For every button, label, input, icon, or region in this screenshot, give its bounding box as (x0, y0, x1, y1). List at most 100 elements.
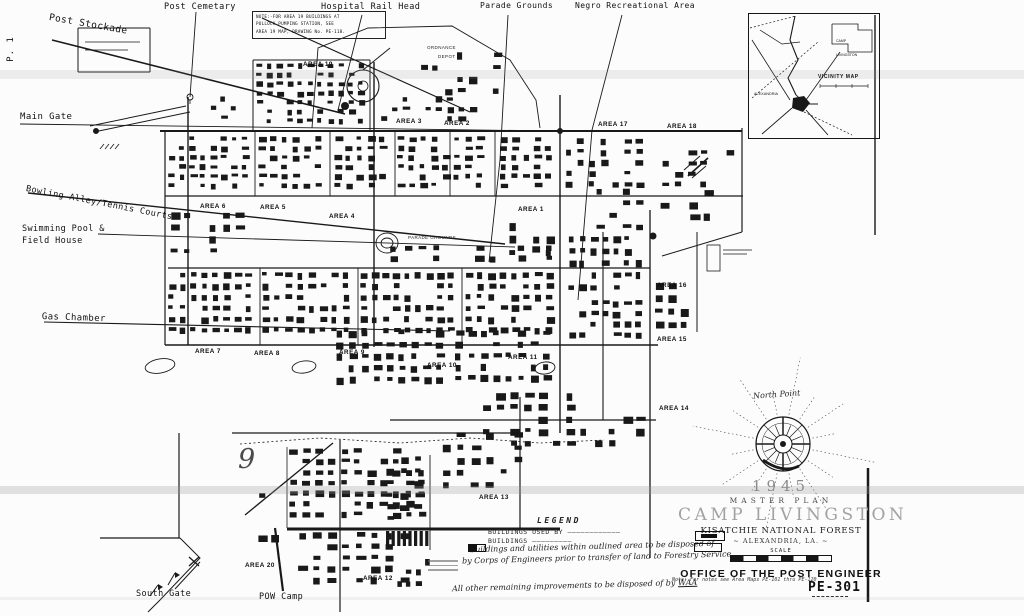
building (212, 284, 219, 291)
building (287, 63, 294, 67)
building (534, 284, 541, 290)
scale-label: SCALE (770, 548, 792, 554)
building (258, 146, 266, 151)
building (579, 284, 587, 292)
building (189, 136, 195, 140)
building (328, 119, 335, 124)
building-cluster (258, 136, 322, 189)
leader-line (577, 14, 623, 301)
building (688, 150, 698, 156)
building (269, 155, 278, 162)
building (210, 174, 218, 178)
building (476, 245, 485, 251)
building (406, 480, 415, 486)
building (213, 295, 218, 302)
building (210, 155, 218, 160)
building (623, 200, 631, 206)
building (662, 182, 670, 186)
building (286, 72, 292, 78)
handwritten-circle (291, 360, 317, 374)
building (595, 440, 603, 448)
building (533, 145, 541, 152)
area-label: AREA 4 (329, 213, 355, 220)
building (256, 63, 263, 67)
ordnance-boundary (311, 25, 541, 129)
building (496, 404, 505, 410)
building (357, 155, 362, 161)
building (358, 81, 363, 85)
building (517, 330, 527, 337)
building (511, 440, 517, 446)
building (224, 328, 229, 332)
building (360, 283, 366, 288)
building (327, 544, 338, 551)
building (385, 565, 393, 573)
building (349, 109, 357, 115)
building (601, 159, 609, 167)
building (568, 236, 574, 243)
area-label: AREA 12 (363, 575, 393, 582)
building-cluster (421, 52, 503, 96)
building (509, 235, 517, 244)
building (612, 311, 621, 319)
building (392, 107, 398, 112)
leader-line (43, 321, 451, 332)
road-line (104, 143, 110, 150)
building (523, 284, 529, 289)
building (419, 174, 426, 181)
building (500, 156, 506, 161)
building (245, 306, 251, 313)
building (170, 248, 178, 253)
building (534, 182, 543, 188)
building (266, 119, 271, 124)
area-label: AREA 5 (260, 204, 286, 211)
building (367, 146, 374, 150)
building (636, 428, 645, 437)
building (701, 150, 708, 154)
building (510, 404, 518, 409)
building (430, 146, 438, 153)
building (262, 306, 269, 310)
building (446, 97, 453, 101)
building (235, 225, 246, 230)
legend-symbol-filled (695, 531, 725, 541)
building (509, 250, 516, 255)
area-label: AREA 9 (339, 349, 365, 356)
building (437, 283, 444, 289)
building (471, 458, 481, 465)
building (317, 109, 324, 114)
building (511, 155, 517, 161)
callout-field-house: Field House (22, 236, 83, 246)
building (179, 156, 184, 161)
building (431, 182, 436, 186)
building (189, 146, 196, 151)
building (590, 285, 597, 291)
building (569, 332, 577, 339)
building (289, 449, 298, 455)
building-cluster (334, 136, 388, 190)
building-cluster (381, 96, 478, 122)
building (274, 295, 280, 300)
building (454, 137, 459, 141)
building (400, 493, 409, 500)
building (457, 77, 463, 82)
handwritten-circle (534, 361, 556, 375)
building (415, 492, 425, 498)
building (387, 377, 393, 381)
building (292, 155, 300, 162)
building (354, 491, 364, 497)
building (328, 532, 338, 539)
building (169, 317, 176, 323)
building (544, 146, 551, 151)
building (602, 311, 609, 317)
leader-line (189, 11, 197, 98)
building (316, 470, 324, 475)
building (348, 331, 357, 339)
building (509, 223, 516, 232)
south-gate-road (147, 537, 201, 613)
building (465, 146, 473, 150)
building (408, 155, 414, 161)
building (341, 480, 347, 485)
building (315, 490, 325, 498)
building (256, 72, 262, 76)
